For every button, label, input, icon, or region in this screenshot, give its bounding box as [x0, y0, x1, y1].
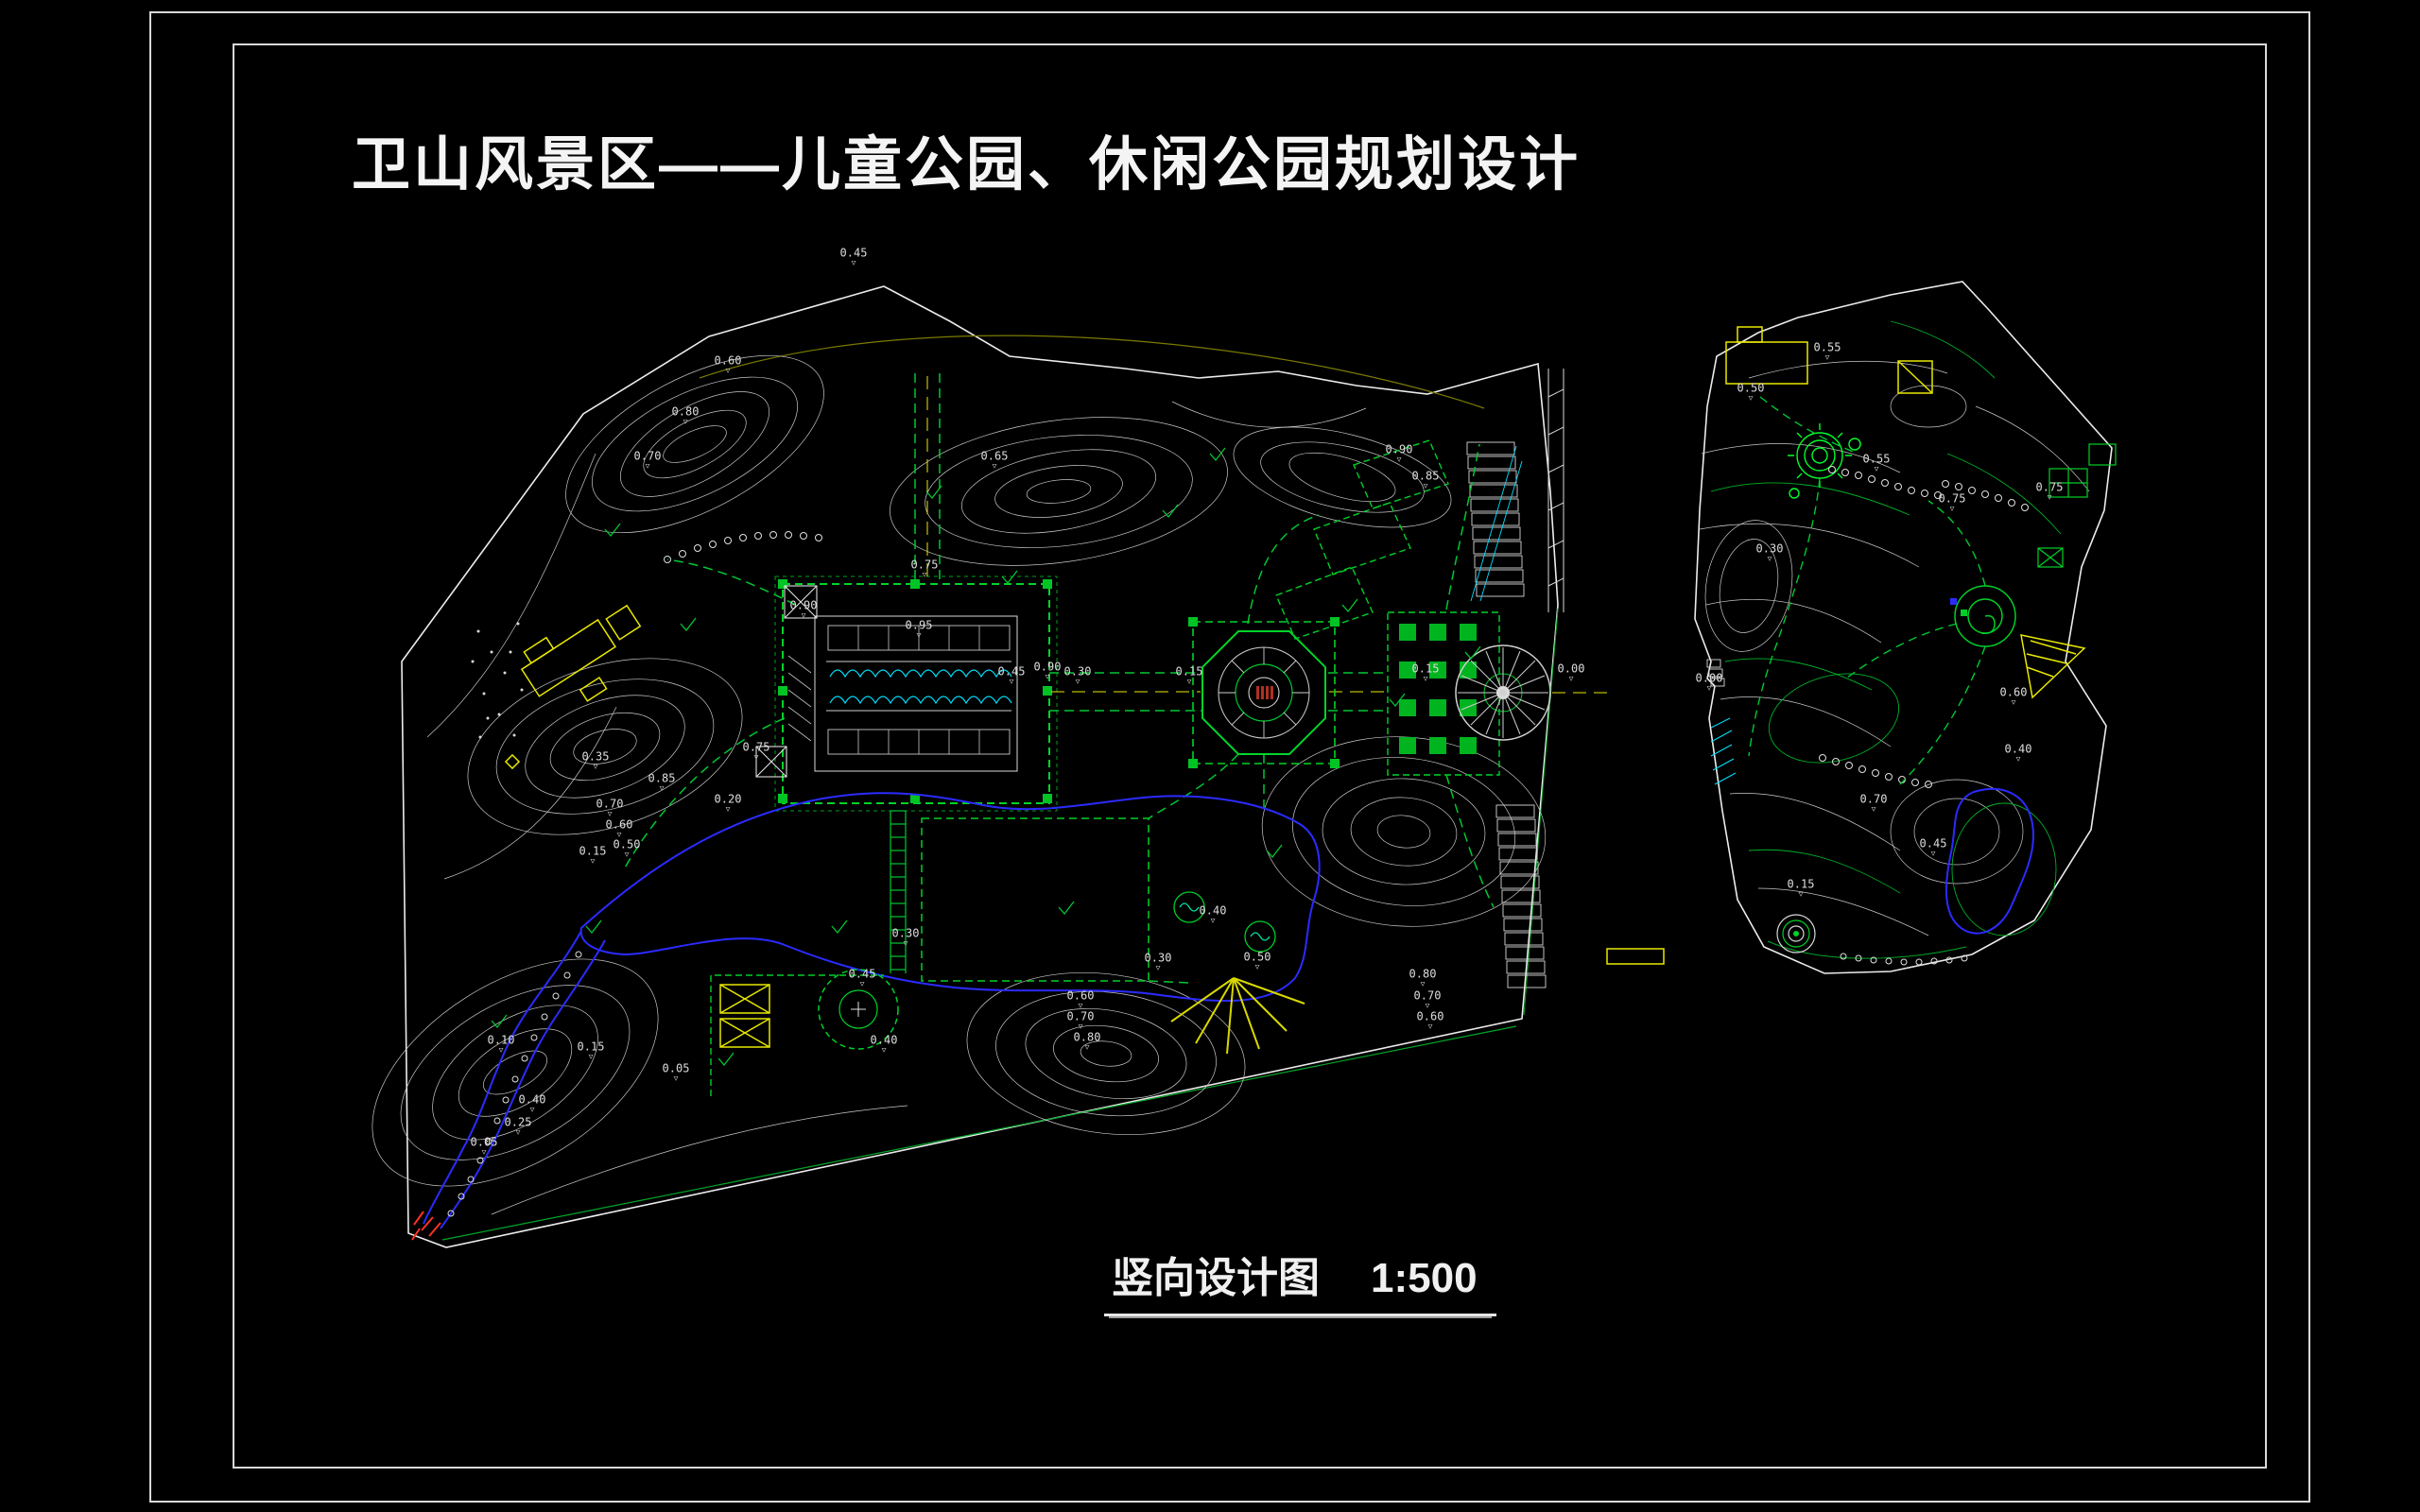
waterfall-hatch: [1710, 717, 1737, 785]
left-park-plot: [372, 285, 1607, 1248]
pond-outline: [1945, 787, 2034, 935]
stairs-northeast: [1466, 441, 1525, 602]
contour-lines-right: [1699, 360, 2090, 936]
path-centerlines: [926, 376, 1607, 694]
spiral-plaza: [1950, 585, 2016, 647]
big-tree: [1788, 423, 1861, 499]
pathways: [623, 373, 1495, 984]
right-park-plot: [1694, 281, 2117, 974]
vegetation-contours-right: [1710, 320, 2062, 936]
drawing-caption: 竖向设计图 1:500: [1104, 1244, 1496, 1316]
edge-steps: [1706, 659, 1725, 687]
stepped-path: [890, 810, 907, 973]
viewing-fan: [2020, 634, 2086, 699]
creek-outlet: [411, 1211, 441, 1241]
creek-stones: [447, 531, 822, 1217]
buildings-north-east-plot: [1725, 326, 1933, 394]
contour-lines-left: [372, 354, 1547, 1215]
east-road: [1547, 369, 1564, 612]
caption-title: 竖向设计图: [1112, 1255, 1320, 1301]
connector-element: [1606, 948, 1665, 965]
caption-scale: 1:500: [1371, 1255, 1478, 1301]
vegetation-ticks: [491, 447, 1481, 1067]
stairs-southeast: [1495, 804, 1547, 988]
paths-right: [1748, 396, 1986, 785]
small-structures-right: [2037, 443, 2117, 568]
pavilion-icon: [1256, 686, 1273, 699]
south-terrace: [921, 817, 1150, 982]
amphitheater-fan: [1170, 977, 1305, 1055]
sunburst-plaza: [1455, 644, 1551, 741]
outer-border: [149, 11, 2310, 1503]
site-boundary-east: [1694, 281, 2113, 974]
page-title: 卫山风景区——儿童公园、休闲公园规划设计: [352, 132, 1582, 198]
gravel-dots: [471, 622, 524, 739]
stone-chains-right: [1819, 466, 2029, 966]
octagonal-plaza: [1188, 617, 1340, 768]
terraced-beds: [1275, 439, 1449, 640]
playground-southwest: [710, 969, 899, 1096]
flower-beds: [1173, 891, 1276, 953]
lake-and-creek: [411, 531, 1321, 1241]
block-plaza: [1387, 611, 1500, 776]
fountain-target: [1776, 914, 1816, 954]
site-boundary-west: [401, 285, 1559, 1248]
central-courtyard: [755, 576, 1058, 812]
inner-border: [233, 43, 2267, 1469]
buildings-northwest: [504, 604, 642, 770]
lake-outline: [579, 792, 1321, 1003]
